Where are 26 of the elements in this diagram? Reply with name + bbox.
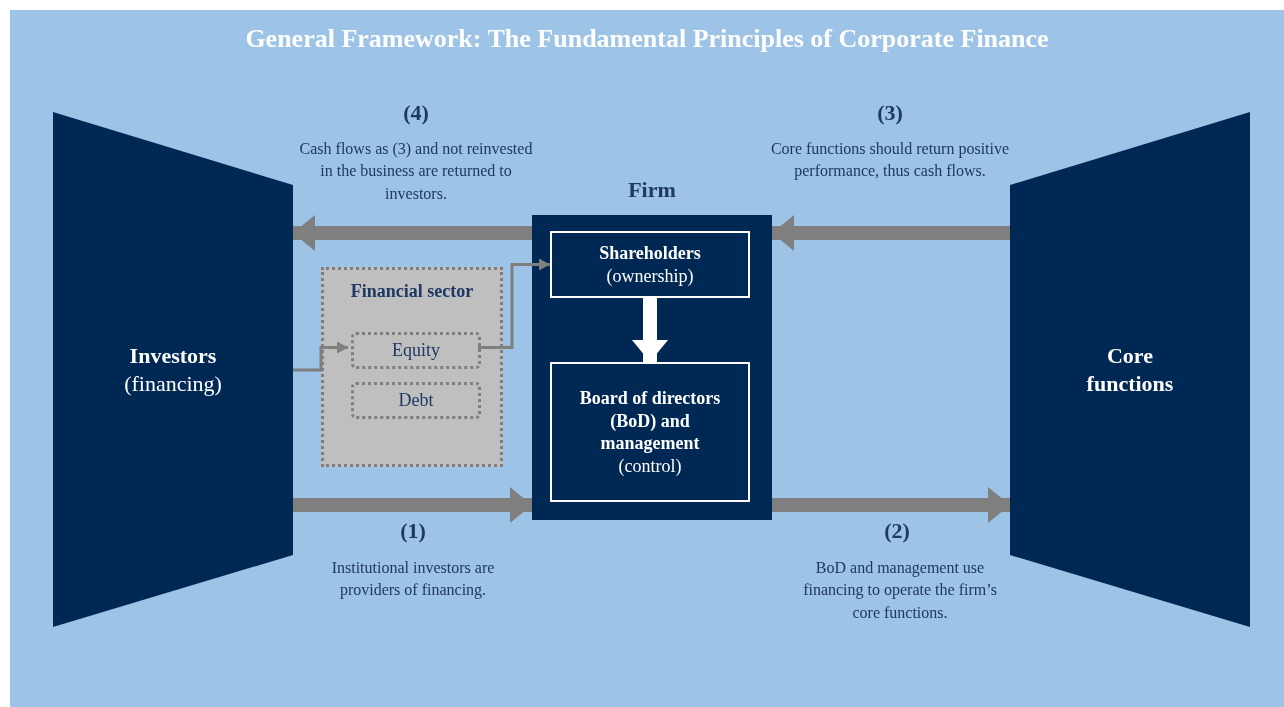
- financial-sector-box: [321, 267, 503, 467]
- node-label: (financing): [123, 369, 223, 397]
- node-label: Investors: [128, 342, 218, 370]
- step-description: Core functions should return positive performance, thus cash flows.: [770, 139, 1010, 182]
- firm-role-box: [550, 362, 750, 502]
- investors-trapezoid: [53, 112, 293, 627]
- node-label: (ownership): [605, 264, 695, 287]
- node-label: Shareholders: [598, 242, 702, 265]
- node-label: Equity: [391, 339, 441, 362]
- instrument-box: [351, 382, 481, 419]
- step-description: BoD and management use financing to operate the firm’s core functions.: [802, 558, 998, 623]
- core-functions-trapezoid: [1010, 112, 1250, 627]
- node-label: (control): [617, 454, 683, 477]
- node-label: Board of directors (BoD) and management: [578, 387, 722, 455]
- instrument-box: [351, 332, 481, 369]
- arrow: [293, 341, 348, 372]
- arrow: [632, 298, 668, 362]
- node-label: Debt: [397, 389, 435, 412]
- arrow: [478, 258, 550, 349]
- node-label: Core functions: [1085, 342, 1175, 397]
- firm-heading: Firm: [627, 177, 677, 203]
- node-label: Financial sector: [349, 280, 475, 303]
- step-description: Institutional investors are providers of financing.: [330, 558, 496, 601]
- firm-role-box: [550, 231, 750, 298]
- title: General Framework: The Fundamental Principles of Corporate Finance: [244, 24, 1050, 54]
- step-description: Cash flows as (3) and not reinvested in the business are returned to investors.: [298, 139, 534, 204]
